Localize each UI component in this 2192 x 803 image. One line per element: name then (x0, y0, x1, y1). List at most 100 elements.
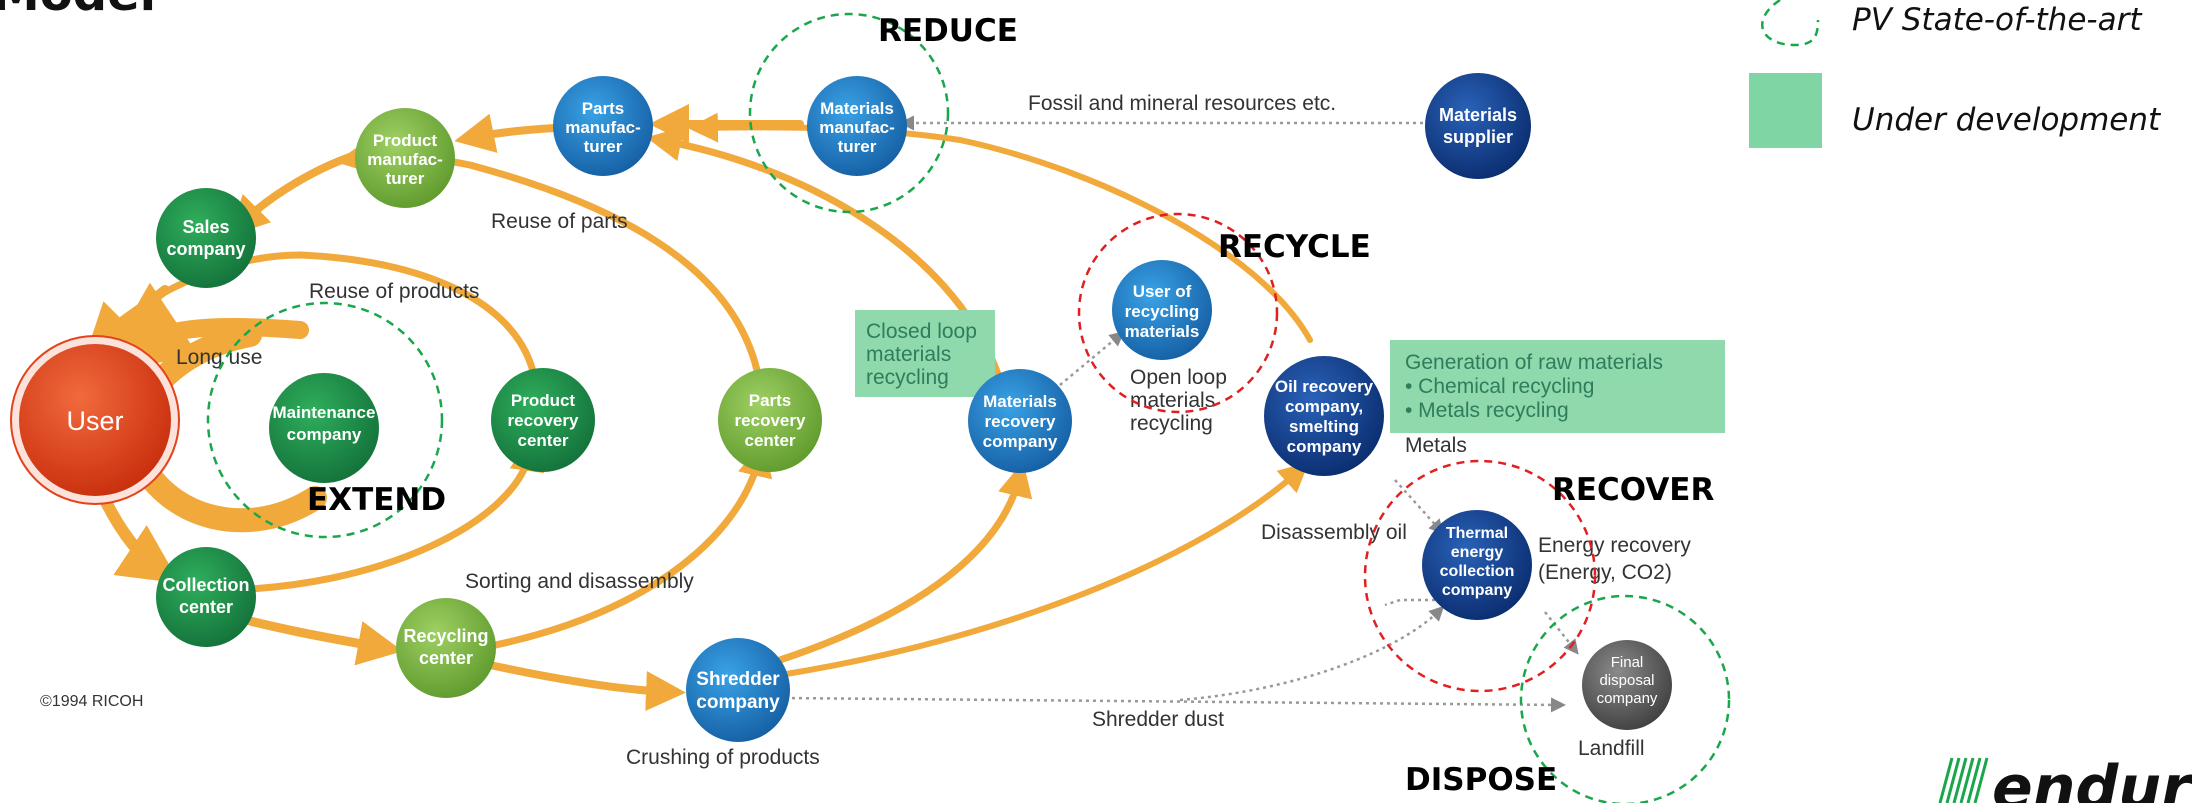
label-open-loop-2: materials (1130, 389, 1215, 412)
node-thermal-energy-collection-company: Thermal energy collection company (1422, 510, 1532, 620)
label-open-loop-3: recycling (1130, 412, 1213, 435)
label-reuse-products: Reuse of products (309, 280, 479, 303)
collection-line-1: Collection (162, 575, 249, 595)
node-materials-recovery-company: Materials recovery company (968, 369, 1072, 473)
recover-circle (1363, 459, 1597, 693)
closed-loop-box: Closed loop materials recycling (855, 310, 995, 397)
user-recycling-line-3: materials (1125, 322, 1200, 341)
node-shredder-company: Shredder company (686, 638, 790, 742)
legend-dashed-circle-icon (1761, 0, 1820, 47)
logo-stripes-icon (1938, 757, 1989, 803)
materials-recovery-line-1: Materials (983, 392, 1057, 411)
node-final-disposal-company: Final disposal company (1582, 640, 1672, 730)
label-shredder-dust: Shredder dust (1092, 708, 1224, 731)
thermal-line-3: collection (1440, 563, 1515, 580)
collection-line-2: center (179, 597, 233, 617)
closed-loop-box-bg (855, 310, 995, 397)
dotted-arrows (784, 115, 1579, 713)
generation-line-2: • Chemical recycling (1405, 375, 1594, 398)
label-fossil: Fossil and mineral resources etc. (1028, 92, 1336, 115)
tag-recover: RECOVER (1552, 472, 1714, 508)
materials-recovery-line-3: company (983, 432, 1058, 451)
tag-extend: EXTEND (307, 482, 446, 518)
shredder-line-1: Shredder (696, 669, 780, 690)
closed-loop-line-3: recycling (866, 366, 949, 389)
strategy-circles (206, 12, 1731, 803)
product-mfr-line-1: Product (373, 131, 438, 150)
maintenance-line-1: Maintenance (273, 403, 376, 422)
legend-green-swatch (1749, 73, 1822, 148)
tag-dispose: DISPOSE (1405, 762, 1557, 798)
reduce-circle (748, 12, 950, 214)
materials-mfr-line-2: manufac- (819, 118, 895, 137)
tag-reduce: REDUCE (878, 13, 1018, 49)
product-recovery-line-1: Product (511, 391, 576, 410)
strategy-tags: REDUCE RECYCLE EXTEND RECOVER DISPOSE (307, 13, 1714, 798)
title-fragment: Model (0, 0, 156, 22)
node-oil-recovery-company: Oil recovery company, smelting company (1264, 356, 1384, 476)
legend: PV State-of-the-art Under development (1749, 0, 2162, 148)
node-collection-center: Collection center (156, 547, 256, 647)
sales-line-2: company (166, 239, 245, 259)
label-reuse-parts: Reuse of parts (491, 210, 628, 233)
materials-supplier-line-2: supplier (1443, 127, 1513, 147)
parts-recovery-line-3: center (744, 431, 795, 450)
node-user: User (10, 335, 180, 505)
label-energy-recovery-2: (Energy, CO2) (1538, 561, 1672, 584)
oil-recovery-line-3: smelting (1289, 417, 1359, 436)
closed-loop-line-1: Closed loop (866, 320, 977, 343)
parts-recovery-line-2: recovery (735, 411, 806, 430)
tag-recycle: RECYCLE (1218, 229, 1371, 265)
thermal-line-4: company (1442, 582, 1512, 599)
node-recycling-center: Recycling center (396, 598, 496, 698)
recycling-center-line-1: Recycling (403, 626, 488, 646)
label-long-use: Long use (176, 346, 262, 369)
node-product-recovery-center: Product recovery center (491, 368, 595, 472)
logo: endur (1938, 753, 2192, 803)
user-recycling-line-2: recycling (1125, 302, 1200, 321)
label-copyright: ©1994 RICOH (40, 693, 143, 710)
logo-text: endur (1992, 753, 2192, 803)
thermal-line-2: energy (1451, 544, 1504, 561)
final-disposal-line-3: company (1597, 690, 1658, 707)
dispose-circle (1519, 594, 1731, 803)
label-open-loop-1: Open loop (1130, 366, 1227, 389)
node-materials-manufacturer: Materials manufac- turer (807, 76, 907, 176)
label-landfill: Landfill (1578, 737, 1645, 760)
generation-box: Generation of raw materials • Chemical r… (1390, 340, 1725, 433)
generation-line-1: Generation of raw materials (1405, 351, 1663, 374)
generation-line-3: • Metals recycling (1405, 399, 1569, 422)
node-maintenance-company: Maintenance company (269, 373, 379, 483)
label-disassembly-oil: Disassembly oil (1261, 521, 1407, 544)
parts-mfr-line-3: turer (584, 137, 623, 156)
shredder-line-2: company (696, 692, 780, 713)
oil-recovery-line-2: company, (1285, 397, 1363, 416)
node-materials-supplier: Materials supplier (1425, 73, 1531, 179)
sales-line-1: Sales (182, 217, 229, 237)
recycling-center-line-2: center (419, 648, 473, 668)
parts-mfr-line-1: Parts (582, 99, 625, 118)
final-disposal-line-1: Final (1611, 654, 1644, 671)
product-recovery-line-2: recovery (508, 411, 579, 430)
legend-state-of-art: PV State-of-the-art (1852, 2, 2143, 38)
parts-mfr-line-2: manufac- (565, 118, 641, 137)
product-recovery-line-3: center (517, 431, 568, 450)
oil-recovery-line-1: Oil recovery (1275, 377, 1374, 396)
node-user-label: User (66, 406, 123, 436)
maintenance-line-2: company (287, 425, 362, 444)
parts-recovery-line-1: Parts (749, 391, 792, 410)
product-mfr-line-2: manufac- (367, 150, 443, 169)
label-sorting: Sorting and disassembly (465, 570, 694, 593)
materials-mfr-line-1: Materials (820, 99, 894, 118)
node-user-of-recycling-materials: User of recycling materials (1112, 260, 1212, 360)
closed-loop-line-2: materials (866, 343, 951, 366)
node-parts-recovery-center: Parts recovery center (718, 368, 822, 472)
materials-supplier-line-1: Materials (1439, 105, 1517, 125)
extend-circle (206, 301, 444, 539)
final-disposal-line-2: disposal (1599, 672, 1654, 689)
materials-mfr-line-3: turer (838, 137, 877, 156)
product-mfr-line-3: turer (386, 169, 425, 188)
label-metals: Metals (1405, 434, 1467, 457)
recycle-circle (1077, 212, 1279, 414)
